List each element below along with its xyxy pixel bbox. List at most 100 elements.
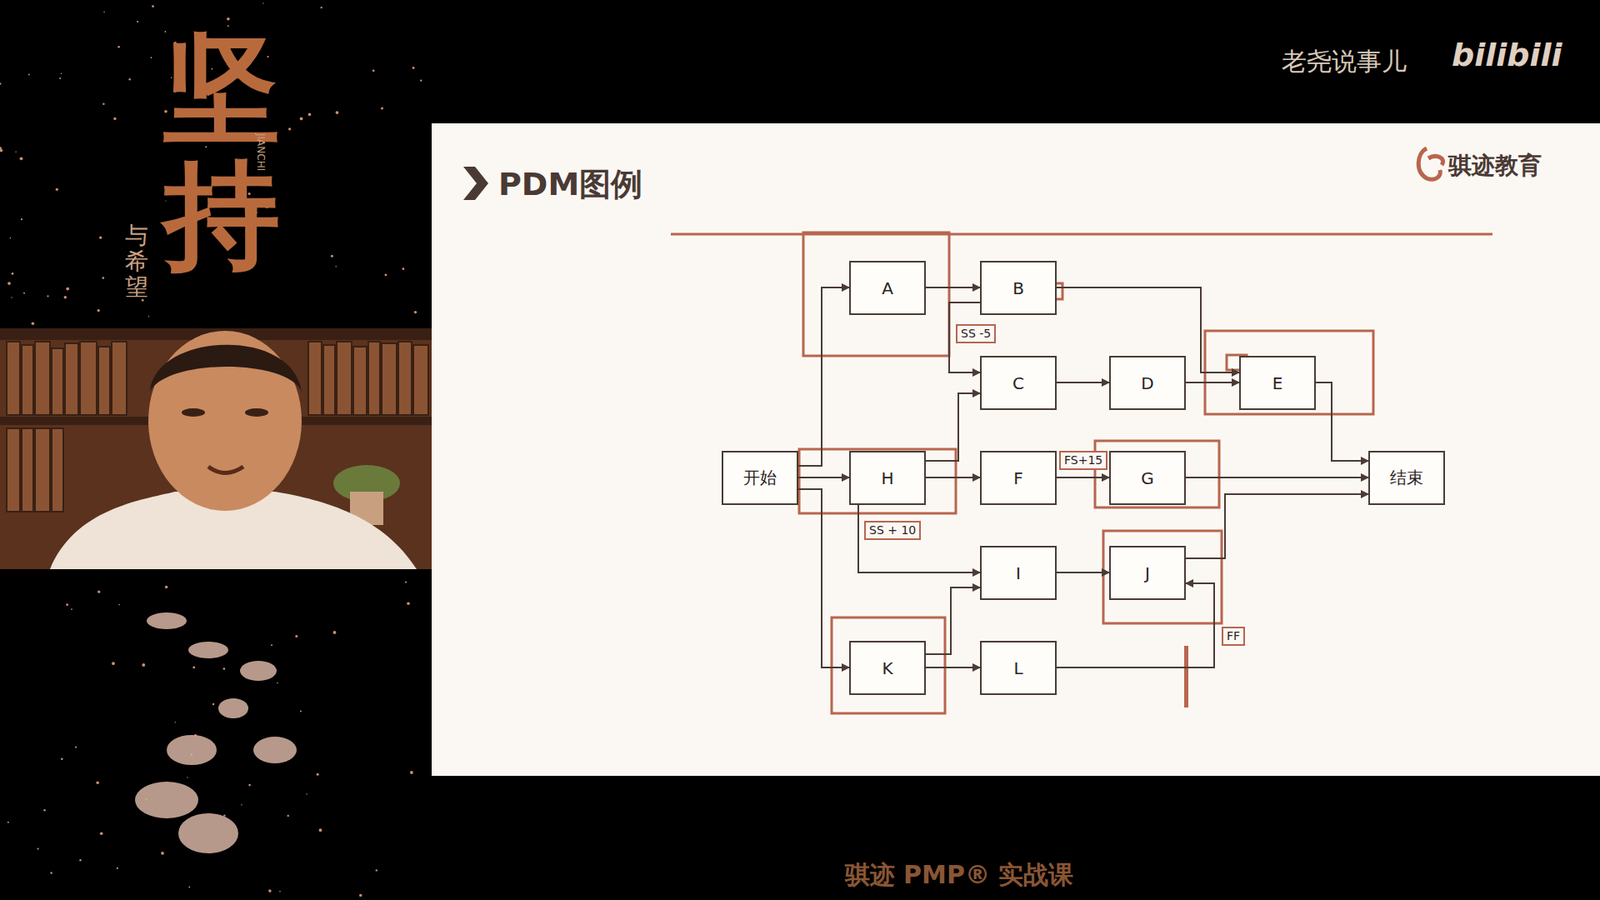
red-bar — [1184, 645, 1189, 708]
dependency-label: FF — [1221, 626, 1245, 646]
star-dot — [262, 2, 264, 4]
activity-name: G — [1140, 468, 1155, 489]
star-dot — [15, 151, 16, 153]
star-dot — [375, 869, 378, 871]
activity-name: E — [1272, 373, 1284, 394]
star-dot — [65, 603, 69, 606]
star-dot — [20, 218, 23, 220]
activity-name: D — [1140, 373, 1154, 394]
star-dot — [300, 710, 302, 712]
activity-box: H — [849, 450, 926, 505]
course-caption: 骐迹 PMP® 实战课 — [845, 858, 1075, 893]
dependency-arrow — [798, 287, 850, 466]
star-dot — [279, 890, 281, 893]
star-dot — [151, 5, 155, 8]
star-dot — [55, 188, 59, 191]
activity-box: 结束 — [1368, 450, 1445, 505]
star-dot — [136, 20, 139, 23]
dependency-arrow — [1185, 494, 1369, 559]
star-dot — [0, 82, 1, 85]
highlight-boxes — [799, 232, 1374, 714]
star-dot — [10, 237, 12, 240]
star-dot — [248, 784, 251, 787]
dependency-arrow — [1185, 476, 1369, 479]
activity-box: G — [1109, 450, 1186, 505]
star-dot — [165, 585, 168, 589]
star-dot — [95, 780, 100, 785]
slide-title: PDM图例 — [498, 163, 643, 206]
activity-box: E — [1239, 355, 1316, 410]
activity-name: A — [881, 278, 894, 299]
star-dot — [141, 663, 145, 667]
dependency-arrow — [925, 393, 980, 461]
star-dot — [11, 272, 15, 275]
star-dot — [276, 682, 279, 685]
star-dot — [116, 867, 119, 870]
dependency-arrow — [1056, 571, 1110, 574]
star-dot — [97, 590, 100, 594]
star-dot — [406, 601, 410, 605]
star-dot — [420, 79, 422, 81]
poster-pinyin: JIANCHI — [255, 133, 267, 171]
activity-name: H — [880, 468, 894, 489]
dependency-arrow — [925, 286, 980, 289]
activity-name: I — [1015, 563, 1021, 584]
star-dot — [192, 666, 195, 670]
activity-box: B — [980, 260, 1057, 315]
star-dot — [305, 793, 307, 795]
dependency-arrow — [925, 587, 980, 655]
star-dot — [150, 56, 153, 59]
star-dot — [103, 11, 105, 14]
star-dot — [148, 315, 150, 317]
dependency-arrow — [1056, 381, 1110, 384]
star-dot — [118, 604, 120, 606]
star-dot — [160, 851, 165, 855]
star-dot — [7, 821, 10, 824]
star-dot — [102, 103, 105, 105]
star-dot — [37, 848, 40, 850]
star-dot — [64, 295, 67, 299]
star-dot — [175, 721, 176, 723]
star-dot — [0, 149, 3, 153]
star-dot — [333, 630, 337, 635]
star-dot — [79, 859, 81, 861]
webcam-photo — [0, 328, 432, 570]
star-dot — [359, 894, 362, 897]
activity-box: F — [980, 450, 1057, 505]
activity-box: K — [849, 640, 926, 695]
star-dot — [226, 17, 230, 21]
star-dot — [320, 6, 323, 9]
site-watermark: bilibili — [1451, 36, 1563, 74]
star-dot — [186, 776, 188, 778]
star-dot — [223, 667, 226, 670]
dependency-label: SS -5 — [955, 324, 996, 344]
star-dot — [335, 265, 337, 268]
star-dot — [113, 117, 116, 120]
poster-subtitle: 与希望 — [125, 223, 149, 300]
dependency-arrow — [798, 489, 850, 668]
star-dot — [59, 77, 61, 80]
company-logo-text: 骐迹教育 — [1448, 150, 1542, 182]
star-dot — [316, 773, 320, 776]
star-dot — [20, 156, 24, 160]
star-dot — [99, 236, 102, 240]
footprints — [135, 612, 297, 854]
star-dot — [10, 296, 12, 298]
star-dot — [402, 267, 405, 270]
logo-icon — [1418, 148, 1443, 180]
activity-box: C — [980, 355, 1057, 410]
activity-name: B — [1012, 278, 1025, 299]
dependency-arrow — [858, 505, 980, 573]
star-dot — [405, 581, 407, 584]
star-dot — [300, 117, 304, 121]
activity-box: I — [980, 545, 1057, 600]
star-dot — [335, 110, 340, 115]
star-dot — [240, 804, 242, 805]
star-dot — [212, 703, 215, 705]
star-dot — [129, 78, 131, 80]
activity-box: J — [1109, 545, 1186, 600]
star-dot — [31, 321, 35, 325]
star-dot — [75, 746, 77, 749]
star-dot — [410, 770, 414, 775]
activity-name: 结束 — [1390, 466, 1424, 490]
